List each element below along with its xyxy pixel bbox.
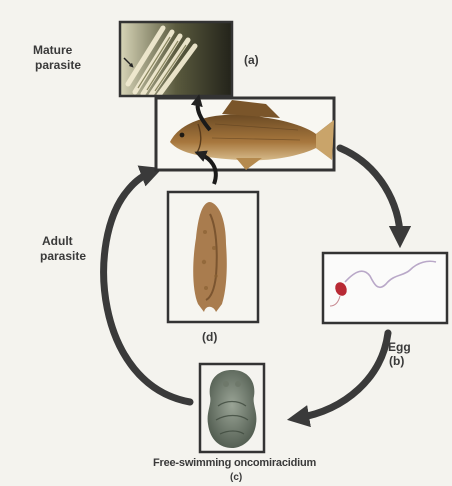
egg-label: Egg [388, 340, 411, 354]
free-swimming-label: Free-swimming oncomiracidium [153, 456, 316, 470]
gill-photo-icon [120, 22, 232, 96]
arrow-fish-to-egg [340, 148, 400, 237]
adult-parasite-label-line1: Adult [42, 234, 73, 248]
adult-parasite-photo-icon [168, 192, 258, 322]
panel-c-label: (c) [230, 471, 242, 485]
mature-parasite-label-line2: parasite [35, 58, 81, 72]
egg-photo-icon [323, 253, 447, 323]
mature-parasite-label-line1: Mature [33, 43, 72, 57]
adult-parasite-label-line2: parasite [40, 249, 86, 263]
panel-a-label: (a) [244, 53, 259, 67]
panel-b-label: (b) [389, 354, 404, 368]
fish-photo-icon [156, 98, 334, 184]
arrow-egg-to-larva [298, 333, 388, 418]
oncomiracidium-photo-icon [200, 364, 264, 452]
panel-d-label: (d) [202, 330, 217, 344]
